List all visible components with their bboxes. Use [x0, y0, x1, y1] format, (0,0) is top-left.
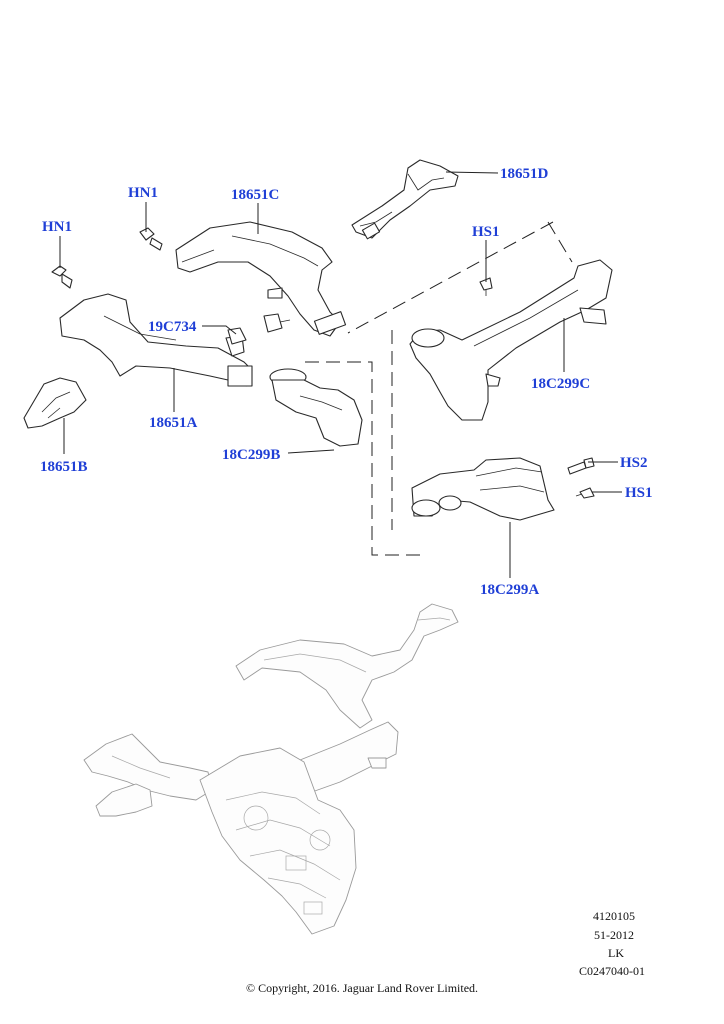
duct-18651c[interactable] [175, 221, 347, 337]
label-18651b[interactable]: 18651B [40, 459, 88, 475]
assembled-overview-illustration [83, 603, 459, 935]
duct-18c299b[interactable] [269, 368, 363, 447]
drawing-ref-initials: LK [608, 946, 624, 960]
label-18c299b[interactable]: 18C299B [222, 447, 280, 463]
label-hn1-left[interactable]: HN1 [42, 219, 72, 235]
fastener-hn1-top[interactable] [139, 227, 163, 251]
part-labels: HN1 HN1 18651C 18651D HS1 19C734 18651A … [40, 166, 653, 598]
drawing-ref-number: 4120105 [593, 909, 635, 923]
label-hs1-top[interactable]: HS1 [472, 224, 500, 240]
duct-18651d[interactable] [351, 159, 459, 240]
label-18c299c[interactable]: 18C299C [531, 376, 590, 392]
leader-lines [59, 171, 622, 578]
fastener-19c734[interactable] [227, 313, 291, 345]
label-18c299a[interactable]: 18C299A [480, 582, 539, 598]
label-hs2[interactable]: HS2 [620, 455, 648, 471]
label-18651c[interactable]: 18651C [231, 187, 279, 203]
duct-18c299a[interactable] [411, 457, 555, 521]
drawing-ref-date: 51-2012 [594, 928, 634, 942]
duct-18c299c[interactable] [409, 259, 613, 421]
drawing-ref-code: C0247040-01 [579, 964, 645, 978]
label-19c734[interactable]: 19C734 [148, 319, 197, 335]
fastener-hs1-right[interactable] [575, 487, 595, 499]
label-hs1-right[interactable]: HS1 [625, 485, 653, 501]
fastener-hs1-top[interactable] [479, 277, 493, 296]
fastener-hn1-left[interactable] [51, 265, 73, 289]
group-boundary-lines [305, 221, 573, 556]
label-18651a[interactable]: 18651A [149, 415, 198, 431]
duct-18651a[interactable] [59, 293, 253, 387]
label-hn1-top[interactable]: HN1 [128, 185, 158, 201]
fastener-hs2[interactable] [567, 457, 595, 475]
vent-18651b[interactable] [23, 377, 87, 429]
label-18651d[interactable]: 18651D [500, 166, 549, 182]
copyright-notice: © Copyright, 2016. Jaguar Land Rover Lim… [245, 981, 479, 995]
